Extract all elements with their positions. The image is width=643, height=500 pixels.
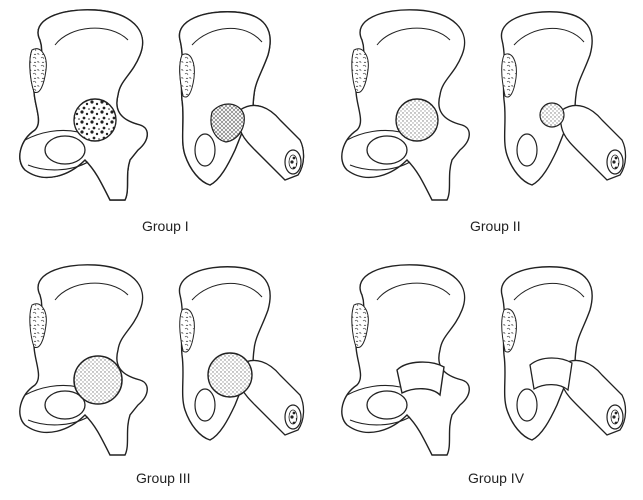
graft-group-3-side [207,352,253,398]
graft-group-4-front [396,361,445,397]
graft-group-1-side [210,103,245,143]
graft-group-2-front [395,98,439,142]
caption-group-4: Group IV [468,470,525,486]
panel-group-3 [19,264,305,456]
graft-group-1-front [73,98,117,142]
caption-group-3: Group III [136,470,191,486]
panel-group-1 [19,9,305,201]
caption-group-2: Group II [470,218,521,234]
panel-group-2 [341,9,627,201]
graft-group-4-side [529,357,573,392]
caption-group-1: Group I [142,218,189,234]
graft-group-2-side [539,102,565,128]
graft-group-3-front [73,355,123,405]
panel-group-4 [341,264,627,456]
